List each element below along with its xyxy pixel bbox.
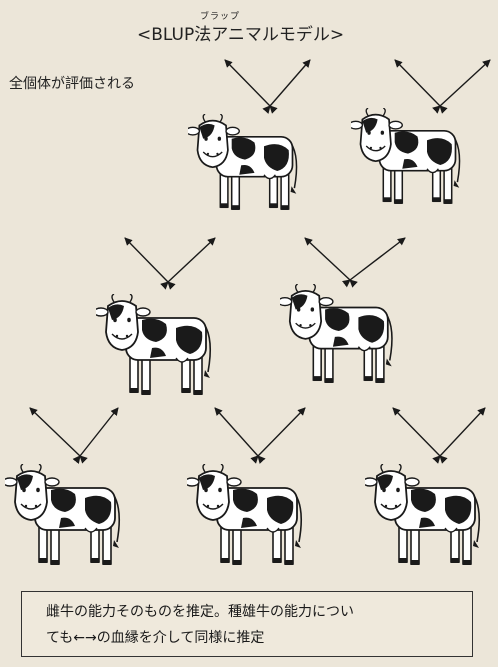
cow-6 xyxy=(185,464,301,565)
caption-line-1: 雌牛の能力そのものを推定。種雄牛の能力につい xyxy=(46,601,354,621)
relation-arrow xyxy=(30,408,80,456)
cow-7 xyxy=(363,464,479,565)
relation-arrow xyxy=(440,408,485,456)
relation-arrow xyxy=(258,408,305,456)
relation-arrow xyxy=(215,408,258,456)
relation-arrow xyxy=(125,238,168,282)
cow-2 xyxy=(349,108,459,204)
relation-arrow xyxy=(393,408,440,456)
cow-4 xyxy=(278,284,392,383)
cow-1 xyxy=(186,114,296,210)
relation-arrow xyxy=(305,238,350,280)
caption-line-2: ても←→の血縁を介して同様に推定 xyxy=(46,627,264,647)
relation-arrow xyxy=(395,60,440,106)
relation-arrow xyxy=(440,60,490,106)
cow-group xyxy=(3,108,479,565)
caption-box: 雌牛の能力そのものを推定。種雄牛の能力につい ても←→の血縁を介して同様に推定 xyxy=(21,591,473,657)
relation-arrow xyxy=(270,60,310,106)
cow-5 xyxy=(3,464,119,565)
relation-arrow xyxy=(168,238,215,282)
relation-arrow xyxy=(350,238,405,280)
relation-arrow xyxy=(80,408,118,456)
relation-arrow xyxy=(225,60,270,106)
relationship-arrows xyxy=(30,60,490,456)
cow-3 xyxy=(94,294,210,395)
